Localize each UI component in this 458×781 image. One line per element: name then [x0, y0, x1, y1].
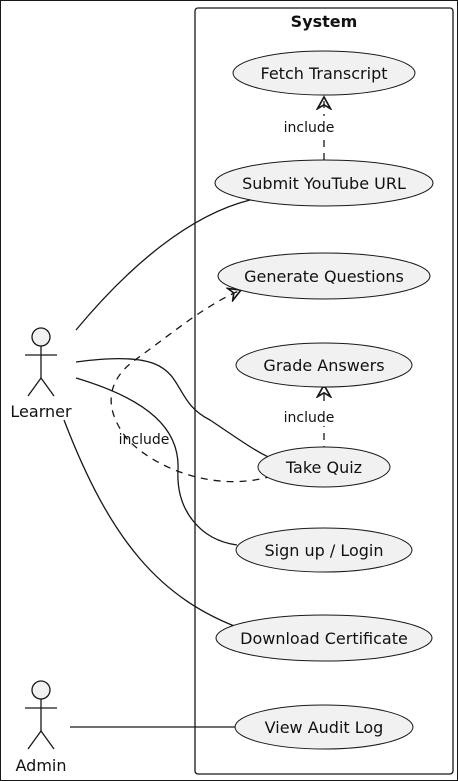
usecase-label: Take Quiz [285, 458, 362, 477]
usecase-label: Download Certificate [240, 629, 408, 648]
include-label-generate: include [119, 432, 170, 448]
actor-admin-figure[interactable] [25, 680, 57, 750]
assoc-learner-download [63, 419, 246, 631]
actor-admin-label: Admin [16, 756, 67, 775]
include-arrow-generate [110, 290, 273, 483]
usecase-signup-login[interactable]: Sign up / Login [235, 527, 413, 573]
usecase-take-quiz[interactable]: Take Quiz [257, 446, 391, 488]
usecase-label: Fetch Transcript [261, 64, 388, 83]
assoc-learner-signup [75, 377, 238, 546]
usecase-label: Sign up / Login [264, 541, 383, 560]
system-title: System [291, 12, 358, 31]
usecase-label: View Audit Log [265, 718, 384, 737]
usecase-label: Generate Questions [244, 267, 404, 286]
usecase-grade-answers[interactable]: Grade Answers [235, 342, 413, 388]
usecase-submit-url[interactable]: Submit YouTube URL [214, 159, 434, 207]
usecase-generate-questions[interactable]: Generate Questions [217, 252, 431, 300]
actor-learner-label: Learner [10, 402, 72, 421]
assoc-learner-submit-url [75, 199, 251, 331]
system-boundary [194, 7, 454, 775]
assoc-learner-take-quiz [75, 357, 281, 463]
usecase-label: Submit YouTube URL [242, 174, 406, 193]
include-label-bg [280, 406, 338, 426]
usecase-download-certificate[interactable]: Download Certificate [215, 614, 433, 662]
include-label-fetch: include [284, 120, 335, 136]
include-label-bg [280, 116, 338, 136]
include-label-grade: include [284, 410, 335, 426]
actor-learner-figure[interactable] [25, 327, 57, 397]
usecase-fetch-transcript[interactable]: Fetch Transcript [232, 50, 416, 96]
usecase-view-audit-log[interactable]: View Audit Log [234, 704, 414, 750]
usecase-label: Grade Answers [263, 356, 384, 375]
